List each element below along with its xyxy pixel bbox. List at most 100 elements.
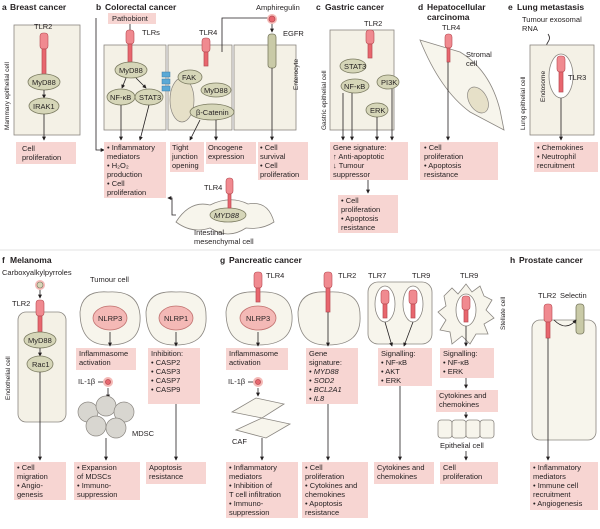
stat3-label-c: STAT3	[344, 62, 366, 71]
nfkb-label-c: NF-κB	[344, 82, 365, 91]
out-f1-3: • Angio-	[17, 481, 43, 490]
panel-h: h Prostate cancer TLR2 Selectin • Inflam…	[510, 255, 598, 510]
irak1-label-a: IRAK1	[33, 102, 55, 111]
output-box-b-surv	[258, 142, 308, 180]
out-g2-4: chemokines	[305, 490, 345, 499]
tlr4-receptor-lower	[225, 177, 234, 195]
output-box-h	[530, 462, 598, 510]
infl-box-g	[226, 348, 288, 370]
out-f3-2: resistance	[149, 472, 183, 481]
rac1-label-f: Rac1	[32, 360, 50, 369]
out-f2-2: of MDSCs	[77, 472, 111, 481]
tlr2-stalk-c	[367, 43, 373, 59]
output-box-a	[16, 142, 76, 164]
panel-g-letter: g	[220, 255, 225, 265]
nlrp3-node-g	[239, 305, 277, 331]
nucleus-b	[169, 77, 195, 123]
gene-g-6: • IL8	[309, 394, 325, 403]
out-f1-2: migration	[17, 472, 48, 481]
out-b-surv-3: • Cell	[260, 161, 278, 170]
stromal-line1: Stromal	[466, 50, 492, 59]
panel-h-title: Prostate cancer	[519, 255, 583, 265]
gene-g-5: • BCL2A1	[309, 385, 342, 394]
output-box-f3	[146, 462, 206, 484]
endothelial-label: Endothelial cell	[5, 356, 12, 400]
mammary-cell-label: Mammary epithelial cell	[4, 62, 11, 130]
out-g1-5: • Immuno-	[229, 499, 264, 508]
panel-f-title: Melanoma	[10, 255, 52, 265]
panel-c-title: Gastric cancer	[325, 2, 385, 12]
infl-g-1: Inflammasome	[229, 349, 278, 358]
caf-label: CAF	[232, 437, 247, 446]
out-c-3: • Apoptosis	[341, 214, 378, 223]
out-b-tight-3: opening	[172, 161, 199, 170]
epi-cell-1	[437, 419, 453, 439]
tlr7-receptor	[380, 289, 390, 305]
gene-g-4: • SOD2	[309, 376, 335, 385]
out-b-surv-4: proliferation	[260, 170, 299, 179]
sig-c-1: Gene signature:	[333, 143, 386, 152]
panel-b-letter: b	[96, 2, 101, 12]
fak-label: FAK	[182, 73, 196, 82]
caf-cell-2	[234, 417, 292, 439]
selectin-receptor	[575, 303, 585, 335]
stellate-label: Stellate cell	[500, 296, 507, 330]
pancreatic-tumour-cell-2	[297, 291, 361, 346]
out-b-onco-2: expression	[208, 152, 244, 161]
cyto-g-2: chemokines	[439, 400, 479, 409]
panel-d-title-1: Hepatocellular	[427, 2, 486, 12]
out-b-tight-2: junction	[171, 152, 198, 161]
sig-g2-1: Signalling:	[443, 349, 478, 358]
out-f2-3: • Immuno-	[77, 481, 112, 490]
arrow-b3	[135, 77, 147, 89]
output-box-g4	[440, 462, 498, 484]
endosome-label: Endosome	[540, 71, 547, 102]
infl-g-2: activation	[229, 358, 261, 367]
panel-d: d Hepatocellular carcinoma Stromal cell …	[418, 2, 505, 180]
nlrp3-label-f: NLRP3	[98, 314, 122, 323]
sig-g2-2: • NF-κB	[443, 358, 469, 367]
tlr2-receptor-h	[543, 303, 553, 323]
epi-label: Epithelial cell	[440, 441, 484, 450]
panel-a: a Breast cancer Mammary epithelial cell …	[2, 2, 81, 164]
tlr2-label-a: TLR2	[34, 22, 52, 31]
panel-f: f Melanoma Carboxyalkylpyrroles Endothel…	[2, 255, 207, 500]
out-d-3: • Apoptosis	[424, 161, 461, 170]
out-f1-1: • Cell	[17, 463, 35, 472]
erk-label-c: ERK	[370, 106, 385, 115]
tlr4-label-b: TLR4	[199, 28, 217, 37]
arrow-b2	[121, 77, 127, 89]
epi-cell-3	[465, 419, 481, 439]
out-c-1: • Cell	[341, 196, 359, 205]
out-g3-2: chemokines	[377, 472, 417, 481]
output-a-line2: proliferation	[22, 153, 61, 162]
arrow-b-pathobiont	[95, 18, 105, 152]
lung-cell-label: Lung epithelial cell	[520, 76, 527, 130]
gastric-cell-label: Gastric epithelial cell	[321, 70, 328, 130]
sig-c-4: suppressor	[333, 170, 371, 179]
out-h-5: • Angiogenesis	[533, 499, 583, 508]
arrow-b-amph	[221, 17, 270, 52]
tlr4-receptor-d	[444, 33, 453, 49]
pi3k-label-c: PI3K	[381, 78, 397, 87]
out-b-tight-1: Tight	[172, 143, 189, 152]
arrow-b5	[138, 104, 150, 141]
out-b-main-5: • Cell	[107, 179, 125, 188]
bcatenin-node	[189, 103, 235, 121]
sig-c-3: ↓ Tumour	[333, 161, 365, 170]
out-g2-6: resistance	[305, 508, 339, 517]
arrow-g7	[403, 321, 414, 347]
tlr4-label-g: TLR4	[266, 271, 284, 280]
colorectal-cell-1	[103, 44, 167, 131]
out-b-surv-1: • Cell	[260, 143, 278, 152]
tlr9b-receptor	[461, 295, 471, 311]
pathobiont-label: Pathobiont	[112, 14, 149, 23]
arrow-b-tight	[189, 119, 201, 141]
rna-line2: RNA	[522, 24, 538, 33]
nucleus-d	[467, 86, 489, 114]
panel-a-title: Breast cancer	[10, 2, 67, 12]
output-box-g3	[374, 462, 434, 484]
stromal-line2: cell	[466, 59, 478, 68]
tlr2-receptor-c	[365, 29, 375, 45]
tlr4-stalk-g	[255, 287, 261, 303]
